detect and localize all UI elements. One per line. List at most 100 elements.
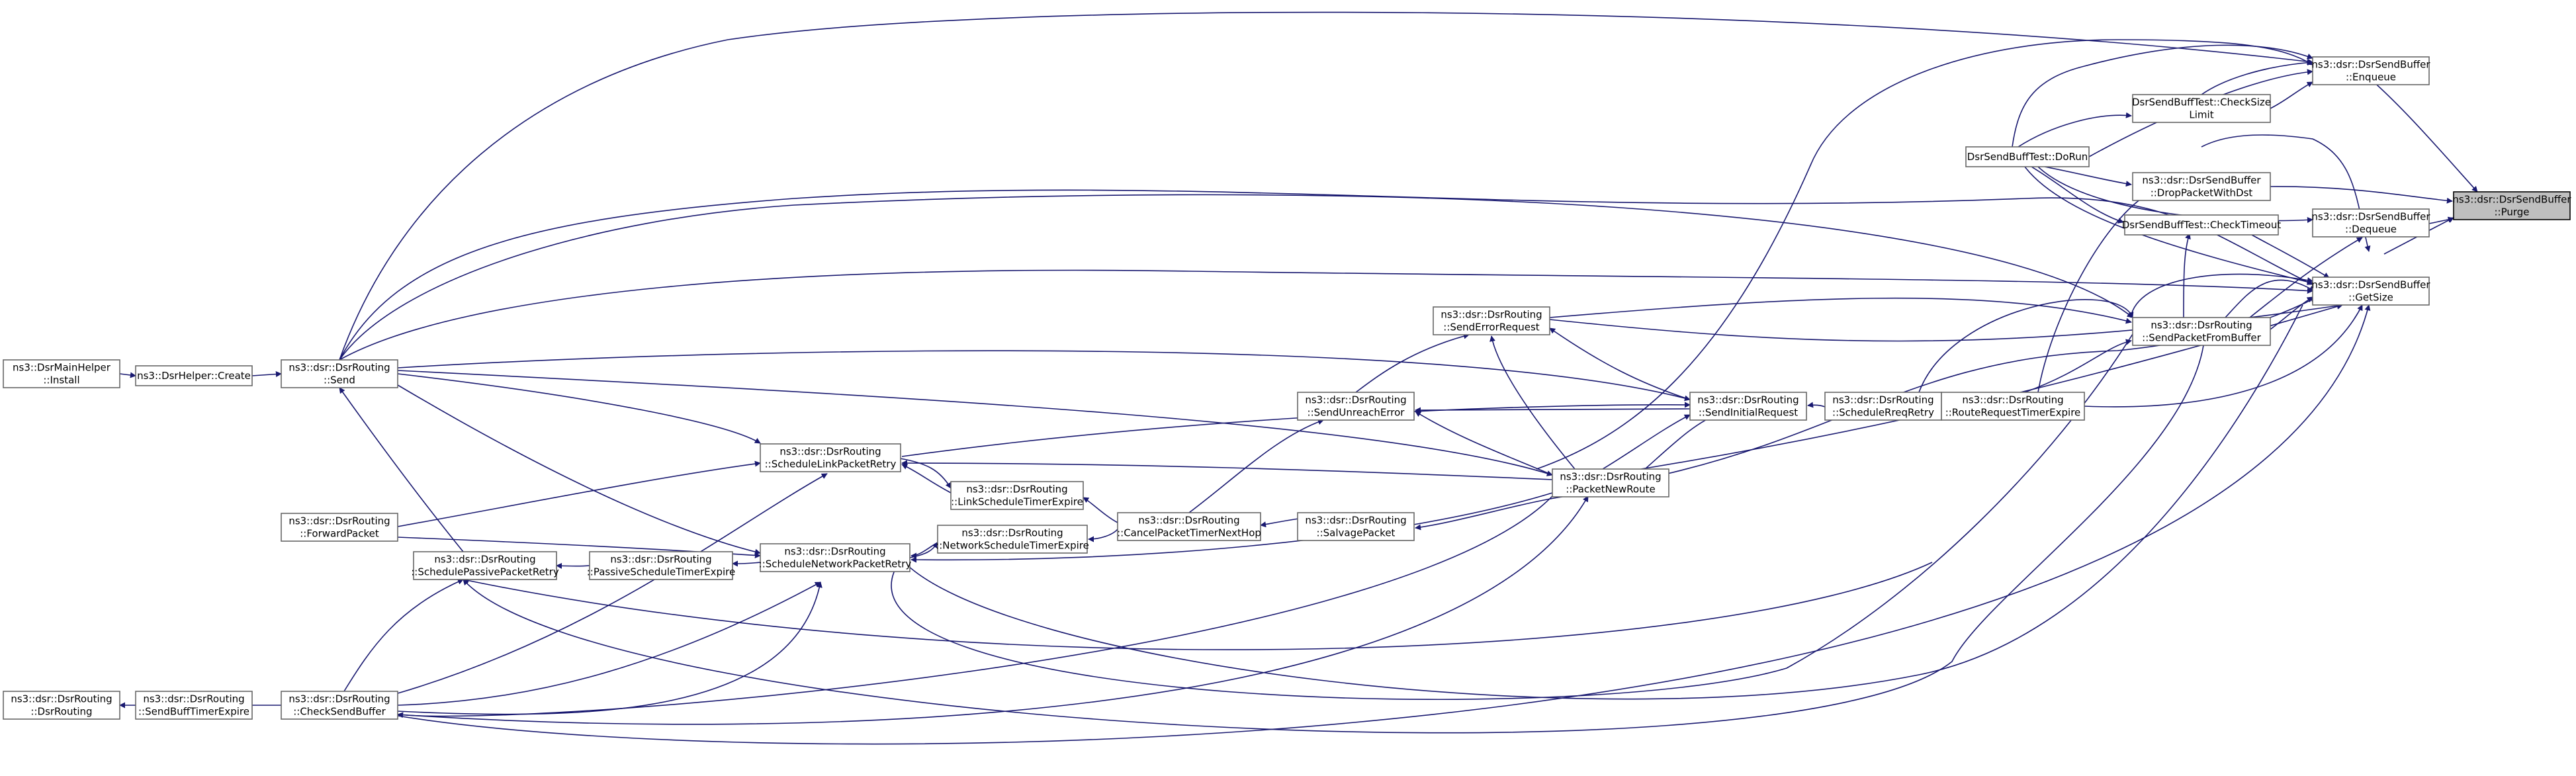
node-label: ns3::dsr::DsrSendBuffer (2142, 175, 2261, 187)
node-label: Limit (2189, 109, 2213, 121)
node-label: ::PacketNewRoute (1566, 484, 1655, 496)
node-box (1552, 468, 1669, 497)
call-edge (2428, 216, 2454, 224)
node-label: ::Install (43, 374, 79, 386)
node-netSchedTimer[interactable]: ns3::dsr::DsrRouting::NetworkScheduleTim… (936, 525, 1089, 554)
node-label: ::SendBuffTimerExpire (138, 706, 249, 718)
node-label: DsrSendBuffTest::CheckTimeout (2122, 219, 2282, 231)
node-label: ::SendUnreachError (1308, 407, 1405, 419)
node-enqueue[interactable]: ns3::dsr::DsrSendBuffer::Enqueue (2311, 56, 2430, 85)
node-schedPassive[interactable]: ns3::dsr::DsrRouting::SchedulePassivePac… (411, 551, 559, 580)
call-edge (397, 496, 1589, 725)
node-label: ns3::dsr::DsrRouting (1305, 515, 1406, 527)
node-linkSchedTimer[interactable]: ns3::dsr::DsrRouting::LinkScheduleTimerE… (950, 481, 1084, 510)
node-label: ::DsrRouting (30, 706, 92, 718)
node-label: ns3::dsr::DsrRouting (2151, 320, 2252, 331)
node-helperCreate[interactable]: ns3::DsrHelper::Create (135, 365, 253, 386)
node-pktNewRoute[interactable]: ns3::dsr::DsrRouting::PacketNewRoute (1552, 468, 1669, 497)
call-edge (251, 371, 282, 378)
node-label: DsrSendBuffTest::DoRun (1967, 151, 2088, 163)
node-sendpktbuf[interactable]: ns3::dsr::DsrRouting::SendPacketFromBuff… (2132, 317, 2271, 346)
node-mainHelper[interactable]: ns3::DsrMainHelper::Install (3, 359, 120, 388)
call-edge (2018, 112, 2132, 148)
node-label: ns3::dsr::DsrRouting (11, 693, 112, 705)
call-edge (891, 333, 2133, 700)
call-edge (2251, 234, 2330, 279)
node-label: ns3::dsr::DsrRouting (1138, 515, 1239, 527)
node-schedLink[interactable]: ns3::dsr::DsrRouting::ScheduleLinkPacket… (760, 443, 901, 472)
nodes-layer: ns3::dsr::DsrSendBuffer::Purgens3::dsr::… (3, 56, 2571, 720)
node-sendBuffTimer[interactable]: ns3::dsr::DsrRouting::SendBuffTimerExpir… (135, 691, 253, 720)
node-checkSend[interactable]: ns3::dsr::DsrRouting::CheckSendBuffer (281, 691, 398, 720)
call-edge (2044, 166, 2132, 187)
node-label: ::CancelPacketTimerNextHop (1117, 527, 1261, 539)
node-box (760, 443, 901, 472)
node-checktimeout[interactable]: DsrSendBuffTest::CheckTimeout (2122, 214, 2282, 236)
node-box (281, 359, 398, 388)
node-box (3, 359, 120, 388)
node-label: ns3::dsr::DsrRouting (961, 527, 1063, 539)
node-box (2132, 317, 2271, 346)
call-edge (2084, 304, 2363, 408)
call-edge (1536, 39, 2313, 470)
node-cancelTimer[interactable]: ns3::dsr::DsrRouting::CancelPacketTimerN… (1117, 512, 1261, 541)
node-purge[interactable]: ns3::dsr::DsrSendBuffer::Purge (2452, 191, 2571, 220)
call-edge (339, 269, 2313, 361)
call-edge (339, 11, 2313, 361)
call-edge (397, 384, 761, 555)
node-label: ::Send (324, 374, 355, 386)
node-routeReqTimer[interactable]: ns3::dsr::DsrRouting::RouteRequestTimerE… (1941, 392, 2085, 421)
node-getsize[interactable]: ns3::dsr::DsrSendBuffer::GetSize (2311, 277, 2430, 306)
call-edge (1188, 419, 1324, 513)
node-schedNet[interactable]: ns3::dsr::DsrRouting::ScheduleNetworkPac… (759, 543, 912, 572)
node-label: ns3::dsr::DsrRouting (289, 362, 390, 374)
node-dequeue[interactable]: ns3::dsr::DsrSendBuffer::Dequeue (2311, 208, 2430, 237)
call-edge (1355, 333, 1470, 393)
call-edge (1602, 414, 1691, 470)
node-dorun[interactable]: DsrSendBuffTest::DoRun (1965, 146, 2090, 167)
node-label: ns3::dsr::DsrSendBuffer (2311, 211, 2430, 223)
node-box (2312, 277, 2430, 306)
node-label: ns3::dsr::DsrSendBuffer (2311, 279, 2430, 291)
node-salvage[interactable]: ns3::dsr::DsrRouting::SalvagePacket (1297, 512, 1415, 541)
node-droppkt[interactable]: ns3::dsr::DsrSendBuffer::DropPacketWithD… (2132, 172, 2271, 201)
node-label: ns3::dsr::DsrSendBuffer (2452, 194, 2571, 206)
call-edge (397, 496, 1553, 718)
node-box (950, 481, 1084, 510)
call-edge (1083, 497, 1118, 523)
call-edge (339, 194, 2133, 361)
node-schedReq[interactable]: ns3::dsr::DsrRouting::ScheduleRreqRetry (1824, 392, 1942, 421)
node-label: ns3::dsr::DsrRouting (143, 693, 244, 705)
node-box (2132, 94, 2271, 123)
node-label: ::SendPacketFromBuffer (2142, 332, 2261, 344)
node-dsrRouting[interactable]: ns3::dsr::DsrRouting::DsrRouting (3, 691, 120, 720)
node-label: ns3::dsr::DsrRouting (1832, 394, 1933, 406)
node-label: ns3::dsr::DsrRouting (1305, 394, 1406, 406)
node-box (1965, 146, 2090, 167)
node-sendUnreach[interactable]: ns3::dsr::DsrRouting::SendUnreachError (1297, 392, 1415, 421)
node-label: ::Purge (2494, 206, 2529, 218)
node-label: ns3::dsr::DsrRouting (610, 554, 711, 566)
node-label: DsrSendBuffTest::CheckSize (2132, 97, 2271, 108)
node-box (413, 551, 557, 580)
node-box (2124, 214, 2279, 236)
call-edge (2024, 339, 2132, 393)
node-label: ns3::dsr::DsrRouting (1962, 394, 2063, 406)
node-passiveTimer[interactable]: ns3::dsr::DsrRouting::PassiveScheduleTim… (587, 551, 736, 580)
call-edge (119, 372, 136, 378)
node-label: ::SendErrorRequest (1443, 322, 1539, 333)
call-edge (901, 464, 952, 494)
node-sendInitial[interactable]: ns3::dsr::DsrRouting::SendInitialRequest (1689, 392, 1807, 421)
call-edge (732, 560, 761, 567)
call-edge (397, 473, 828, 694)
call-edge (1088, 529, 1118, 542)
node-sendError[interactable]: ns3::dsr::DsrRouting::SendErrorRequest (1433, 306, 1550, 335)
call-edge (397, 582, 821, 706)
node-send[interactable]: ns3::dsr::DsrRouting::Send (281, 359, 398, 388)
node-box (3, 691, 120, 720)
call-edge (1807, 402, 1826, 408)
node-forward[interactable]: ns3::dsr::DsrRouting::ForwardPacket (281, 513, 398, 542)
node-box (2312, 208, 2430, 237)
